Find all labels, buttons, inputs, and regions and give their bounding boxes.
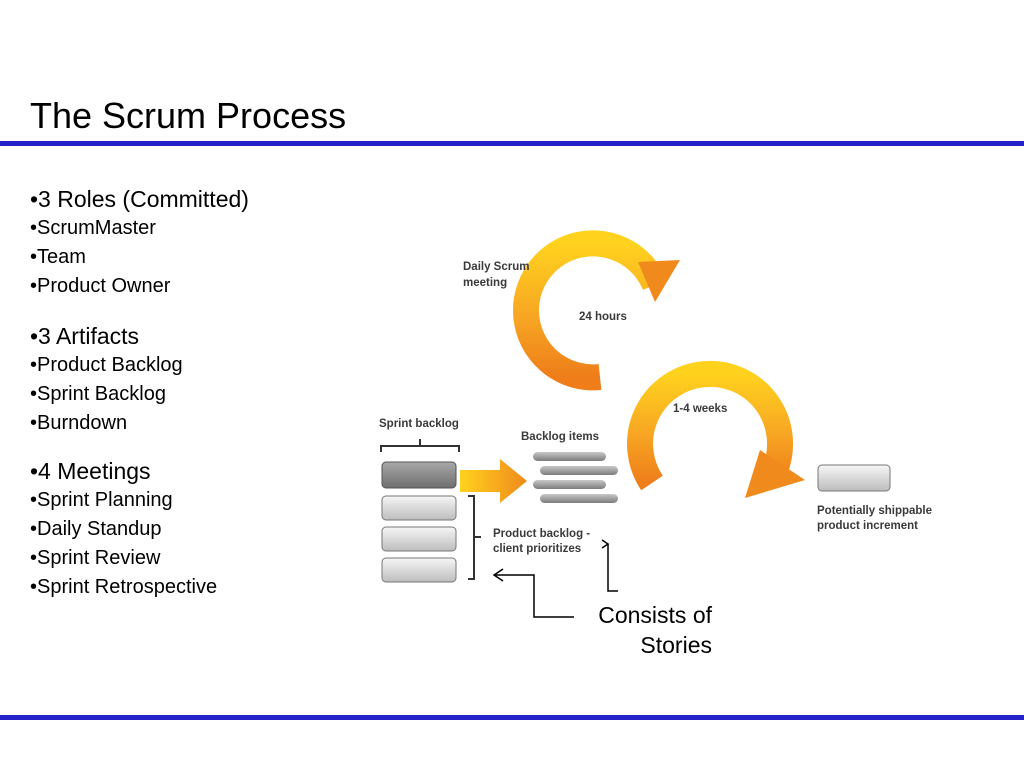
sprint-backlog-bracket (380, 439, 460, 452)
shippable-label: product increment (817, 520, 918, 532)
backlog-item-bar (533, 480, 606, 489)
sprint-backlog-label: Sprint backlog (379, 418, 459, 430)
product-backlog-label: client prioritizes (493, 543, 581, 555)
product-backlog-block (381, 495, 457, 521)
meeting-item: •Sprint Retrospective (30, 576, 218, 598)
role-item: •Team (30, 246, 86, 268)
backlog-items-label: Backlog items (521, 431, 599, 443)
artifact-item: •Burndown (30, 412, 128, 434)
backlog-item-bar (533, 452, 606, 461)
backlog-item-bar (540, 494, 618, 503)
bullet-list: •3 Roles (Committed) •ScrumMaster •Team … (30, 184, 249, 602)
title-rule (0, 141, 1024, 146)
backlog-item-bar (540, 466, 618, 475)
product-backlog-bracket (468, 495, 481, 580)
shippable-increment-block (817, 464, 891, 492)
product-backlog-block (381, 557, 457, 583)
hours-label: 24 hours (579, 311, 627, 323)
backlog-to-items-arrow (460, 459, 527, 503)
daily-scrum-label: meeting (463, 277, 507, 289)
callout-connector (492, 539, 618, 618)
artifact-item: •Sprint Backlog (30, 383, 166, 405)
slide-title: The Scrum Process (30, 95, 347, 136)
role-item: •Product Owner (30, 275, 171, 297)
meeting-item: •Sprint Review (30, 547, 161, 569)
daily-loop-arrow (513, 230, 680, 391)
weeks-label: 1-4 weeks (673, 403, 727, 415)
consists-of-stories-callout: Consists of Stories (560, 600, 712, 660)
sprint-backlog-block (381, 461, 457, 489)
role-item: •ScrumMaster (30, 217, 156, 239)
roles-heading: •3 Roles (Committed) (30, 186, 249, 212)
meetings-heading: •4 Meetings (30, 458, 151, 484)
footer-rule (0, 715, 1024, 720)
callout-line: Consists of (598, 602, 712, 628)
product-backlog-block (381, 526, 457, 552)
meeting-item: •Daily Standup (30, 518, 162, 540)
daily-scrum-label: Daily Scrum (463, 261, 529, 273)
shippable-label: Potentially shippable (817, 505, 932, 517)
product-backlog-label: Product backlog - (493, 528, 590, 540)
sprint-loop-arrow (627, 360, 805, 498)
artifact-item: •Product Backlog (30, 354, 183, 376)
callout-line: Stories (640, 632, 712, 658)
meeting-item: •Sprint Planning (30, 489, 173, 511)
artifacts-heading: •3 Artifacts (30, 323, 140, 349)
